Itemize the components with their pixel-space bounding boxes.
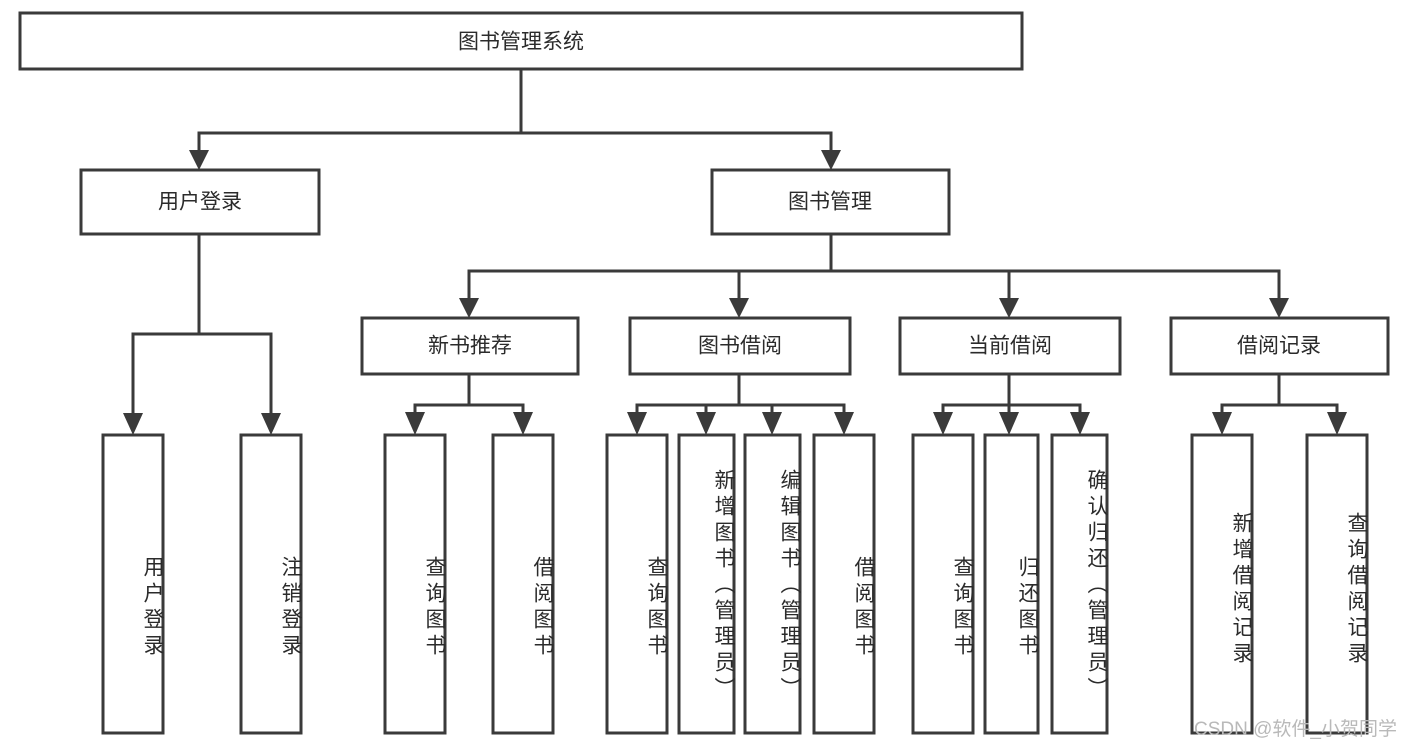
- leaf-borrow-record-0[interactable]: [1190, 433, 1254, 735]
- node-new-book-recommend-label: 新书推荐: [428, 335, 512, 358]
- leaf-new-book-1[interactable]: [491, 433, 555, 735]
- connector-newbook-to-leaves: [405, 372, 533, 435]
- node-book-management[interactable]: [710, 168, 951, 236]
- connector-root-to-level2: [189, 67, 841, 170]
- leaf-borrow-record-1[interactable]: [1305, 433, 1369, 735]
- csdn-watermark: CSDN @软件_小贺同学: [1194, 719, 1397, 740]
- node-root[interactable]: [18, 11, 1024, 71]
- node-root-label: 图书管理系统: [458, 31, 584, 54]
- node-new-book-recommend[interactable]: [360, 316, 580, 376]
- node-current-borrow-label: 当前借阅: [968, 335, 1052, 358]
- leaf-current-borrow-0[interactable]: [911, 433, 975, 735]
- node-user-login[interactable]: [79, 168, 321, 236]
- leaf-book-borrow-2[interactable]: [743, 433, 802, 735]
- node-current-borrow[interactable]: [898, 316, 1122, 376]
- node-user-login-label: 用户登录: [158, 191, 242, 214]
- node-book-borrow-label: 图书借阅: [698, 335, 782, 358]
- leaf-book-borrow-1[interactable]: [677, 433, 736, 735]
- node-borrow-record[interactable]: [1169, 316, 1390, 376]
- connector-bookborrow-to-leaves: [627, 372, 854, 435]
- leaf-user-login-1[interactable]: [239, 433, 303, 735]
- connector-borrowrecord-to-leaves: [1212, 372, 1347, 435]
- leaf-current-borrow-2[interactable]: [1050, 433, 1109, 735]
- connector-currentborrow-to-leaves: [933, 372, 1090, 435]
- leaf-book-borrow-0[interactable]: [605, 433, 669, 735]
- node-book-management-label: 图书管理: [788, 191, 872, 214]
- connector-userlogin-to-leaves: [123, 232, 281, 435]
- leaf-user-login-0[interactable]: [101, 433, 165, 735]
- leaf-current-borrow-1[interactable]: [983, 433, 1040, 735]
- node-book-borrow[interactable]: [628, 316, 852, 376]
- leaf-book-borrow-3[interactable]: [812, 433, 876, 735]
- node-borrow-record-label: 借阅记录: [1237, 335, 1321, 358]
- leaf-new-book-0[interactable]: [383, 433, 447, 735]
- connector-bookmgmt-to-level3: [459, 232, 1289, 318]
